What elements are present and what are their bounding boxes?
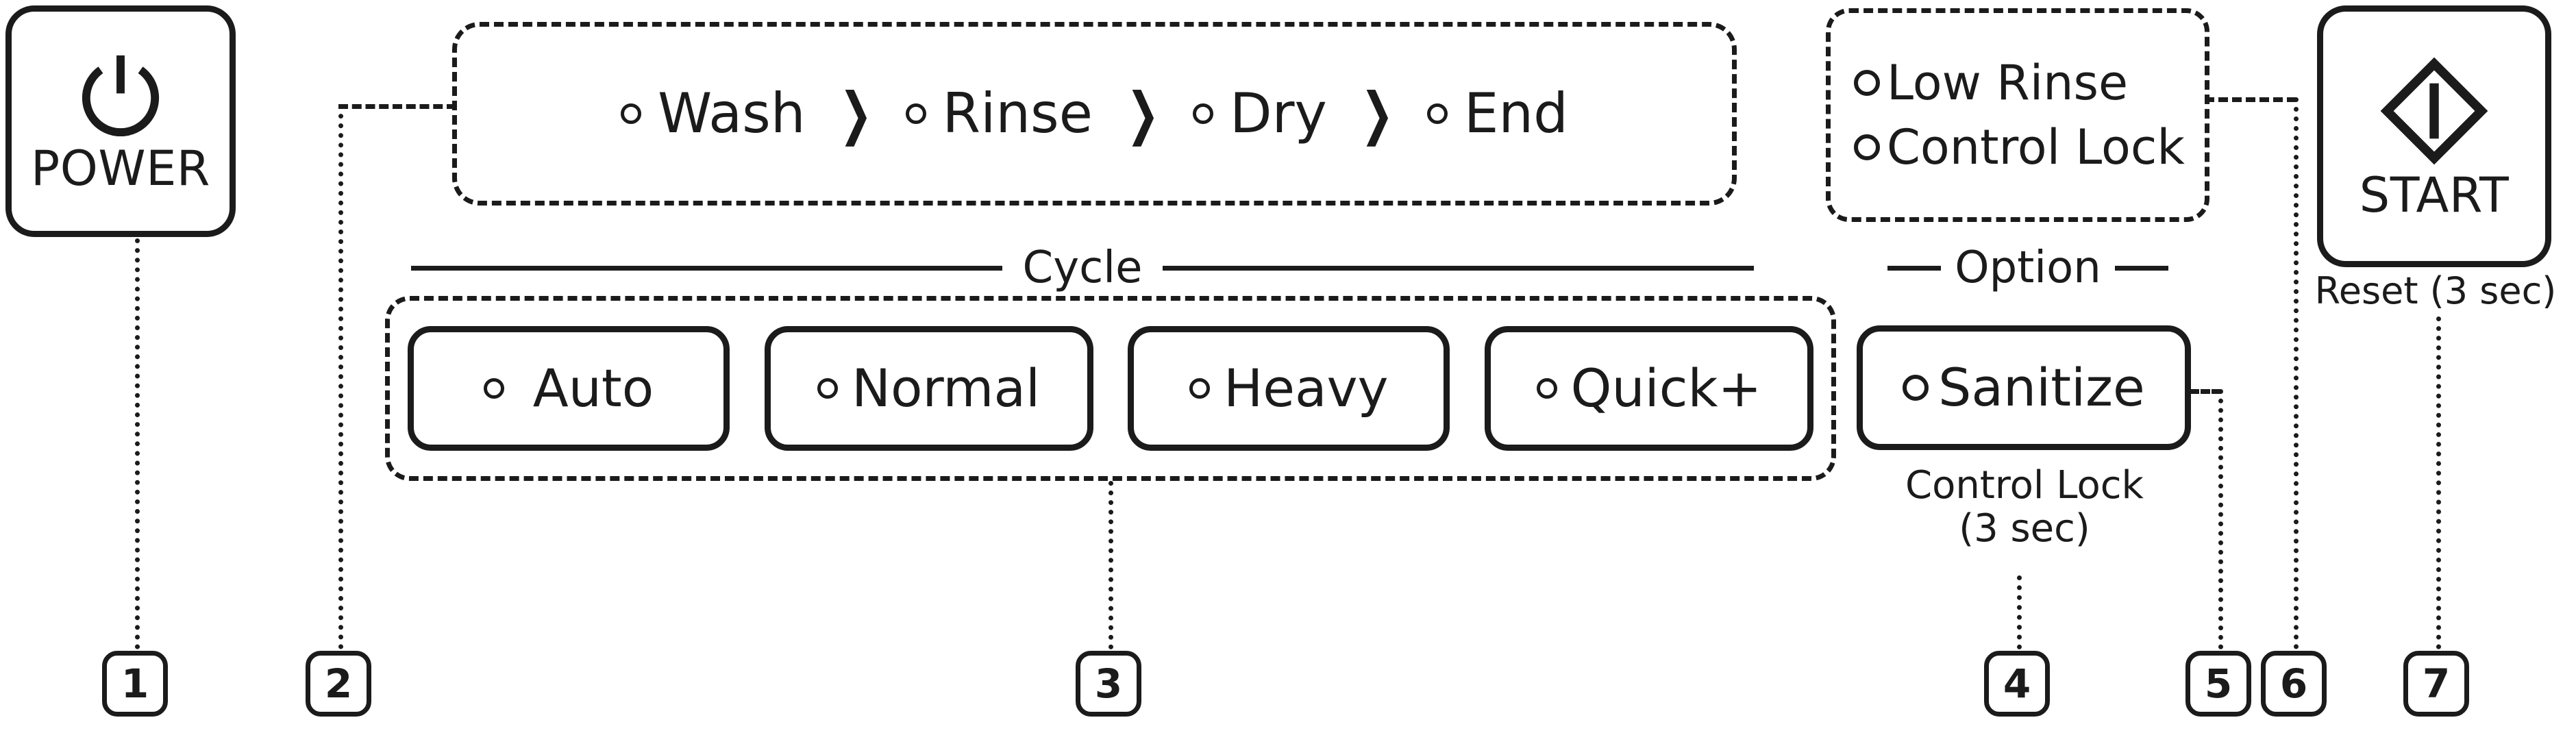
leader-line-6-horizontal	[2205, 97, 2296, 102]
heading-rule-left	[411, 265, 1002, 271]
progress-step-rinse: Rinse	[905, 82, 1093, 145]
dry-led-indicator-icon	[1192, 103, 1213, 124]
option-indicator-label: Low Rinse	[1887, 55, 2129, 111]
cycle-button-normal[interactable]: Normal	[764, 326, 1093, 451]
callout-badge-4[interactable]: 4	[1984, 651, 2050, 717]
leader-line-5-horizontal	[2190, 389, 2221, 394]
callout-badge-2[interactable]: 2	[306, 651, 371, 717]
callout-badge-6[interactable]: 6	[2261, 651, 2327, 717]
wash-led-indicator-icon	[621, 103, 642, 124]
control-lock-led-indicator-icon	[1854, 134, 1880, 160]
auto-led-indicator-icon	[483, 378, 504, 399]
cycle-button-label: Heavy	[1224, 358, 1389, 419]
leader-line-3	[1109, 481, 1113, 649]
power-button-label: POWER	[31, 140, 210, 197]
progress-step-label: Rinse	[942, 82, 1093, 145]
cycle-button-group: Auto Normal Heavy Quick+	[385, 296, 1836, 481]
sanitize-button[interactable]: Sanitize	[1857, 325, 2191, 450]
start-secondary-caption: Reset (3 sec)	[2314, 269, 2557, 312]
option-indicator-low-rinse: Low Rinse	[1854, 59, 2128, 107]
heading-rule-right	[2114, 265, 2168, 271]
cycle-button-label: Auto	[532, 358, 654, 419]
cycle-progress-indicator-group: Wash ❯ Rinse ❯ Dry ❯ End	[452, 22, 1737, 206]
option-section-heading: Option	[1850, 241, 2206, 295]
progress-step-label: End	[1463, 82, 1568, 145]
option-indicator-control-lock: Control Lock	[1854, 123, 2185, 171]
progress-step-end: End	[1426, 82, 1568, 145]
start-button[interactable]: START	[2317, 5, 2551, 267]
cycle-button-auto[interactable]: Auto	[408, 326, 730, 451]
sanitize-led-indicator-icon	[1903, 375, 1929, 401]
power-button[interactable]: POWER	[5, 5, 236, 237]
leader-line-6-vertical	[2294, 97, 2299, 649]
leader-line-1	[135, 238, 140, 649]
end-led-indicator-icon	[1426, 103, 1448, 124]
cycle-button-label: Quick+	[1570, 358, 1762, 419]
sanitize-caption-line-2: (3 sec)	[1959, 506, 2090, 551]
power-icon	[75, 50, 166, 145]
leader-line-7	[2436, 316, 2441, 649]
heavy-led-indicator-icon	[1189, 378, 1211, 399]
heading-rule-left	[1887, 265, 1942, 271]
option-indicator-group: Low Rinse Control Lock	[1826, 8, 2209, 222]
cycle-button-label: Normal	[852, 358, 1041, 419]
leader-line-5-vertical	[2218, 389, 2223, 649]
sanitize-caption-line-1: Control Lock	[1905, 463, 2144, 508]
option-heading-label: Option	[1955, 243, 2101, 293]
start-button-label: START	[2359, 167, 2510, 223]
callout-badge-1[interactable]: 1	[102, 651, 168, 717]
cycle-section-heading: Cycle	[411, 241, 1754, 295]
progress-step-wash: Wash	[621, 82, 806, 145]
heading-rule-right	[1163, 265, 1754, 271]
leader-line-4	[2017, 575, 2022, 649]
sanitize-button-label: Sanitize	[1938, 357, 2145, 418]
leader-line-2-vertical	[338, 104, 343, 649]
option-indicator-label: Control Lock	[1887, 119, 2185, 175]
callout-badge-7[interactable]: 7	[2403, 651, 2469, 717]
normal-led-indicator-icon	[817, 378, 839, 399]
start-diamond-icon	[2377, 53, 2492, 171]
chevron-right-icon: ❯	[1360, 80, 1394, 147]
low-rinse-led-indicator-icon	[1854, 70, 1880, 96]
progress-step-label: Dry	[1229, 82, 1327, 145]
quick-plus-led-indicator-icon	[1536, 378, 1557, 399]
chevron-right-icon: ❯	[1126, 80, 1160, 147]
cycle-button-heavy[interactable]: Heavy	[1128, 326, 1450, 451]
rinse-led-indicator-icon	[905, 103, 926, 124]
cycle-button-quick-plus[interactable]: Quick+	[1484, 326, 1813, 451]
progress-step-label: Wash	[658, 82, 806, 145]
progress-step-dry: Dry	[1192, 82, 1327, 145]
leader-line-2-horizontal	[338, 104, 456, 109]
callout-badge-3[interactable]: 3	[1076, 651, 1141, 717]
cycle-heading-label: Cycle	[1022, 243, 1143, 293]
chevron-right-icon: ❯	[839, 80, 872, 147]
sanitize-secondary-caption: Control Lock (3 sec)	[1850, 464, 2199, 550]
callout-badge-5[interactable]: 5	[2185, 651, 2251, 717]
